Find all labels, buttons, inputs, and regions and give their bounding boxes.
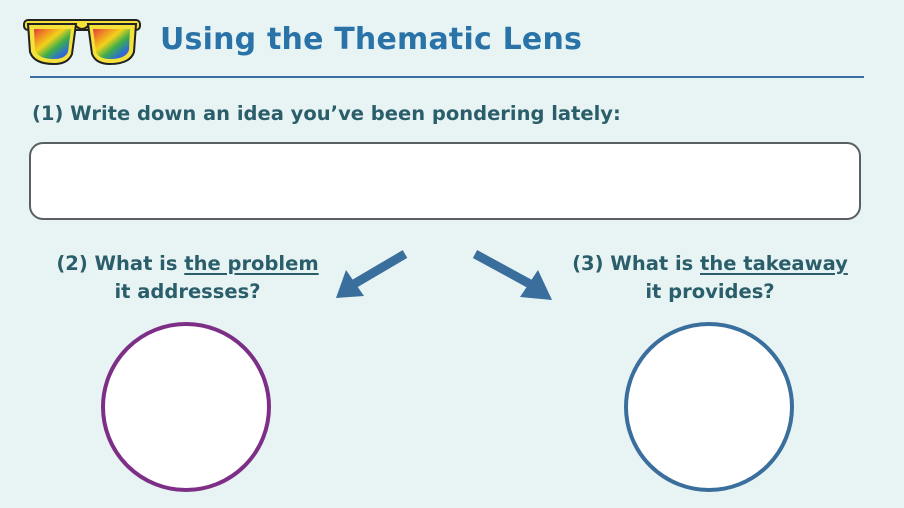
problem-circle[interactable]	[101, 322, 271, 492]
page-title: Using the Thematic Lens	[160, 22, 583, 57]
step3-question: (3) What is the takeaway it provides?	[570, 250, 850, 306]
step3-prefix: (3) What is	[572, 252, 701, 275]
step2-emphasis: the problem	[184, 252, 319, 275]
step2-question: (2) What is the problem it addresses?	[50, 250, 325, 306]
step1-prompt: (1) Write down an idea you’ve been ponde…	[32, 102, 621, 125]
sunglasses-icon	[23, 19, 141, 66]
header-divider	[30, 76, 864, 78]
idea-input-box[interactable]	[29, 142, 861, 220]
arrows-graphic	[336, 250, 552, 300]
step2-prefix: (2) What is	[56, 252, 185, 275]
step2-line2: it addresses?	[114, 280, 261, 303]
step3-line2: it provides?	[645, 280, 775, 303]
arrow-left-down-icon	[336, 250, 408, 298]
takeaway-circle[interactable]	[624, 322, 794, 492]
step3-emphasis: the takeaway	[700, 252, 848, 275]
header: Using the Thematic Lens	[0, 0, 904, 80]
arrow-right-down-icon	[472, 250, 552, 300]
